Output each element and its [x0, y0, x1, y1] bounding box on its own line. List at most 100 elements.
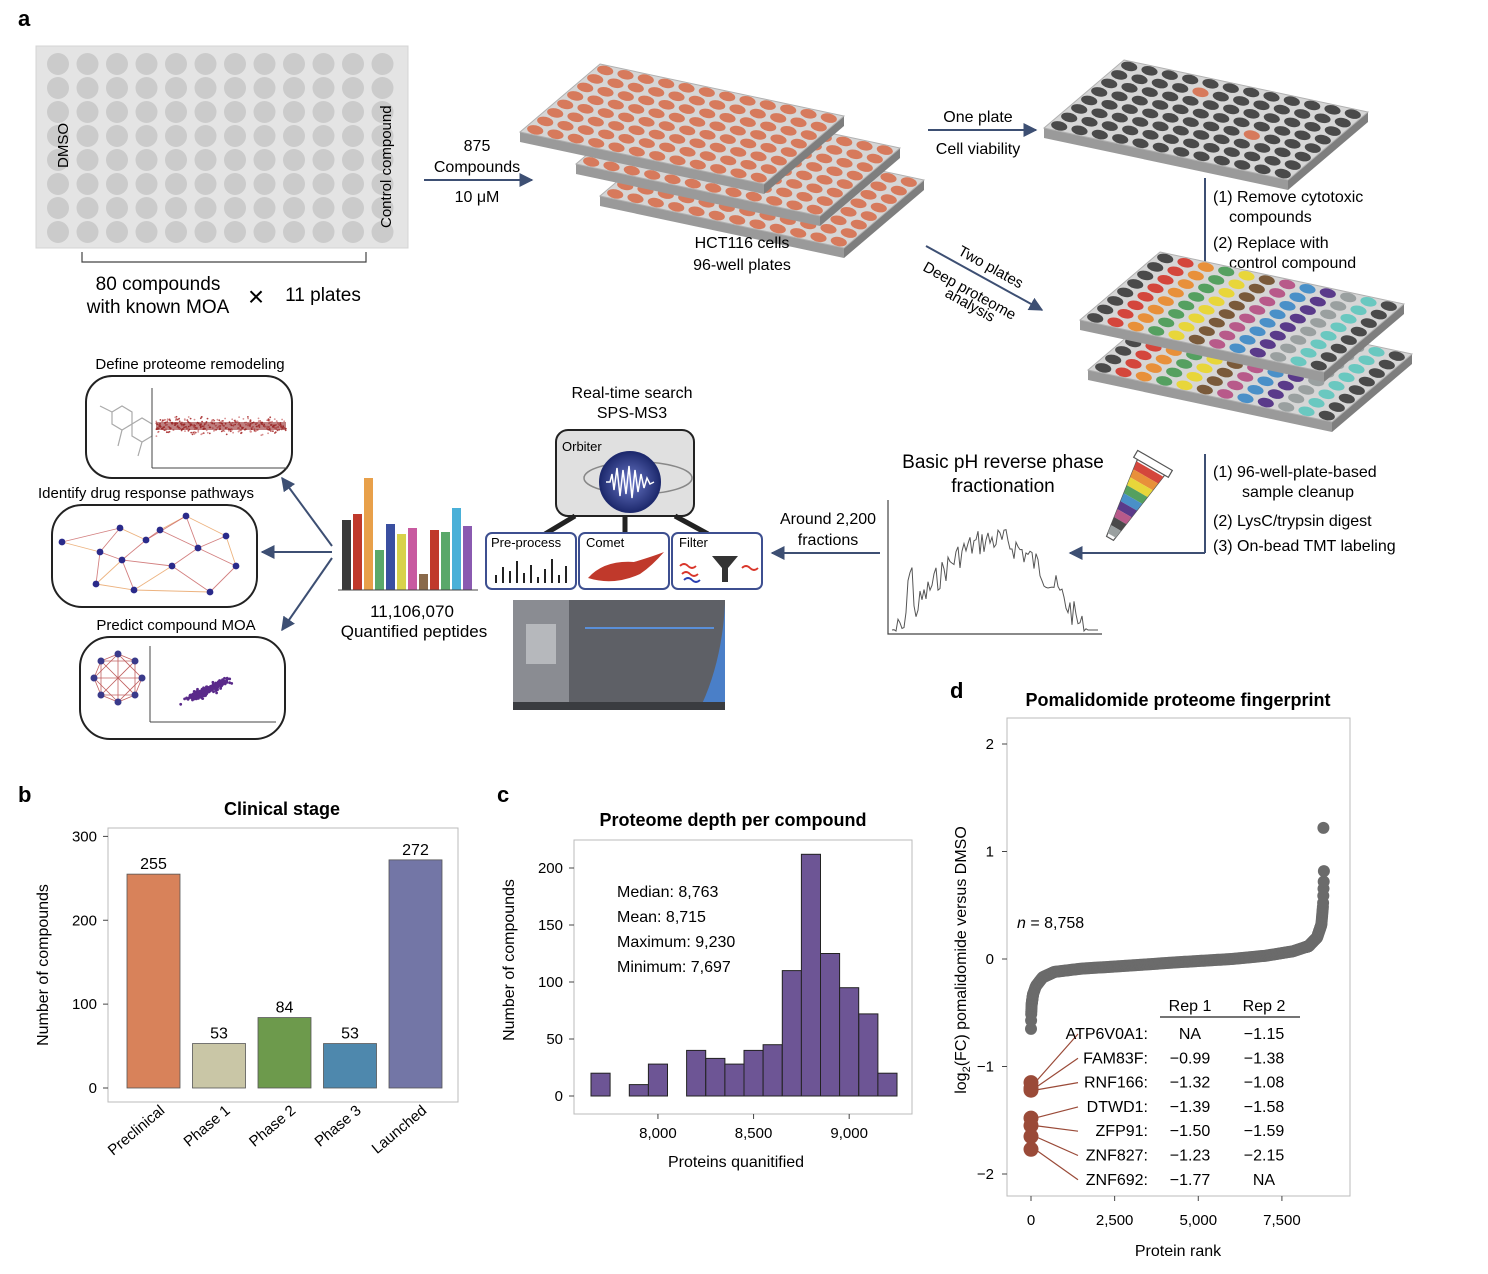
plate-well — [371, 197, 394, 219]
plate-well — [627, 193, 644, 204]
network-node — [116, 524, 124, 532]
plate-well — [76, 221, 99, 243]
define-point — [167, 431, 170, 434]
b-bar — [257, 1017, 312, 1089]
plate-well — [806, 162, 823, 172]
plate-well — [628, 146, 645, 157]
moa-point — [228, 677, 232, 681]
plate-well — [1253, 121, 1270, 132]
tube-stripe — [1120, 493, 1143, 511]
plate-well — [371, 173, 394, 195]
plate-well — [1208, 275, 1225, 285]
hct116-plates — [518, 63, 926, 258]
moa-point — [179, 702, 183, 706]
define-point — [216, 418, 219, 421]
plate-well — [770, 134, 787, 145]
define-point — [162, 419, 164, 422]
plate-well — [135, 101, 158, 123]
tube-stripe — [1117, 501, 1137, 518]
plate-well — [224, 53, 246, 75]
c-stat-line: Minimum: 7,697 — [617, 959, 731, 976]
plate-well — [1229, 343, 1246, 354]
plate-well — [1328, 380, 1345, 391]
plate-well — [1229, 322, 1246, 332]
source-plate-wells — [47, 53, 394, 243]
moa-edge — [93, 653, 119, 679]
plate-well — [1324, 104, 1341, 115]
d-n-rest: = 8,758 — [1026, 915, 1084, 932]
plate-well — [1368, 346, 1385, 357]
plate-well — [1209, 339, 1226, 349]
plate-well — [1152, 100, 1169, 110]
plate-well — [1151, 78, 1168, 89]
plate-well — [688, 95, 705, 106]
network-edge — [133, 565, 173, 591]
plate-well — [1344, 109, 1361, 119]
plate-well — [194, 221, 217, 243]
network-node — [206, 588, 214, 596]
plate-well — [1147, 304, 1164, 315]
plate-well — [1162, 134, 1179, 144]
network-edge — [61, 541, 101, 553]
plate-well — [1202, 100, 1219, 110]
c-hist-bar — [800, 853, 822, 1097]
plate-well — [165, 77, 187, 99]
plate-well — [830, 215, 847, 226]
plate-well — [826, 187, 843, 198]
moa-point — [203, 693, 207, 697]
plate-well — [342, 197, 364, 219]
network-edge — [99, 527, 121, 553]
plate-well — [1203, 121, 1220, 132]
plate-well — [729, 125, 746, 136]
plate-well — [709, 142, 726, 153]
plate-well — [1198, 283, 1215, 294]
plate-well — [1187, 270, 1204, 281]
plate-well — [1370, 309, 1387, 320]
define-point — [201, 432, 204, 435]
plate-well — [750, 130, 767, 140]
plate-well — [760, 142, 777, 153]
tmt-plate-1-side — [1080, 320, 1324, 382]
plate-well — [1279, 300, 1296, 311]
plate-well — [371, 77, 394, 99]
network-node — [96, 548, 104, 556]
moa-node — [97, 657, 105, 665]
d-rep2-value: −1.08 — [1244, 1075, 1285, 1092]
plate-well — [1238, 270, 1255, 281]
plate-well — [371, 221, 394, 243]
d-highlight-point — [1023, 1141, 1039, 1157]
plate-well — [1127, 279, 1144, 289]
panel-d: Pomalidomide proteome fingerprint log2(F… — [953, 690, 1351, 1260]
plate-well — [1270, 352, 1287, 362]
define-point — [187, 416, 190, 418]
plate-well — [816, 174, 833, 185]
plate-well — [1147, 283, 1164, 294]
plate-well — [1156, 376, 1173, 386]
define-point — [249, 420, 252, 423]
plate-well — [1340, 313, 1357, 324]
filter-label: Filter — [679, 535, 709, 550]
c-hist-bar — [647, 1063, 669, 1097]
plate-well — [730, 147, 747, 157]
c-hist-bar — [705, 1057, 726, 1097]
define-point — [175, 419, 177, 422]
plate-well — [47, 101, 69, 123]
plate-well — [1222, 83, 1239, 93]
plate-well — [76, 101, 99, 123]
cells-line2: 96-well plates — [693, 257, 791, 274]
plate-well — [135, 221, 158, 243]
plate-well — [760, 121, 777, 132]
plate-well — [1298, 406, 1315, 417]
plate-well — [1328, 402, 1345, 412]
panel-letter-c: c — [497, 782, 509, 807]
define-point — [186, 419, 189, 421]
plate-well — [830, 236, 847, 247]
plate-well — [1202, 78, 1219, 89]
plate-well — [165, 125, 187, 147]
compounds-line2: with known MOA — [86, 297, 230, 318]
preprocess-label: Pre-process — [491, 535, 562, 550]
plate-well — [856, 162, 873, 172]
plate-well — [253, 221, 276, 243]
network-edge — [171, 547, 199, 567]
c-hist-bar — [628, 1084, 649, 1097]
